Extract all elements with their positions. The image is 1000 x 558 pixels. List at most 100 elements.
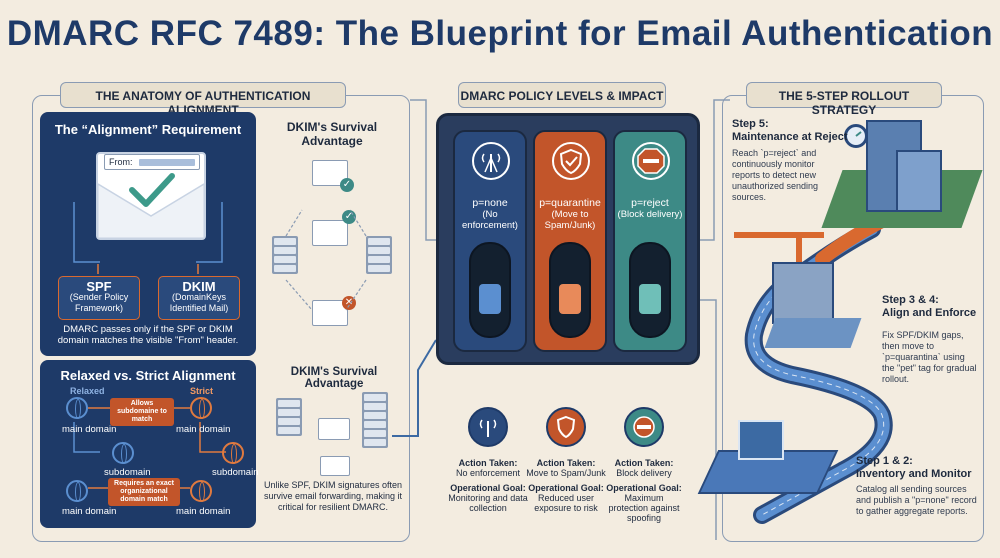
step-subtitle: Maintenance at Reject: [732, 131, 848, 143]
alignment-connectors: [73, 202, 223, 274]
anatomy-header: THE ANATOMY OF AUTHENTICATION ALIGNMENT: [60, 82, 346, 117]
from-field-bar: [139, 159, 195, 166]
dkim-flow-lines: [285, 209, 367, 311]
crane-icon: [734, 232, 824, 238]
gauge-icon: [844, 124, 868, 148]
antenna-icon: [472, 142, 510, 180]
spf-badge: SPF (Sender Policy Framework): [58, 276, 140, 320]
goal-label: Operational Goal:: [606, 483, 682, 493]
policy-toggle-quarantine[interactable]: [549, 242, 591, 338]
globe-icon: [222, 442, 244, 464]
goal-label: Operational Goal:: [528, 483, 604, 493]
dkim-description: (DomainKeys Identified Mail): [169, 292, 229, 313]
policy-name: p=none: [472, 197, 508, 209]
step-number: Step 5:: [732, 118, 769, 130]
policy-name: p=reject: [631, 197, 669, 209]
server-icon: [272, 236, 298, 274]
dkim-survival-note: Unlike SPF, DKIM signatures often surviv…: [263, 480, 403, 512]
relaxed-strict-title: Relaxed vs. Strict Alignment: [60, 368, 236, 383]
main-domain-label: main domain: [176, 424, 231, 435]
step12-description: Catalog all sending sources and publish …: [856, 484, 977, 516]
impact-none: Action Taken: No enforcement Operational…: [448, 458, 528, 513]
switch-lever: [559, 284, 581, 314]
server-icon: [276, 398, 302, 436]
strict-label: Strict: [190, 386, 214, 396]
block-icon: [632, 142, 670, 180]
alignment-note: DMARC passes only if the SPF or DKIM dom…: [57, 324, 239, 346]
policy-header: DMARC POLICY LEVELS & IMPACT: [458, 82, 666, 108]
main-domain-label: main domain: [176, 506, 231, 517]
policy-desc: (Move to Spam/Junk): [544, 209, 596, 231]
globe-icon: [190, 397, 212, 419]
block-icon: [624, 407, 664, 447]
email-envelope-icon: [312, 160, 348, 186]
spf-title: SPF: [86, 279, 112, 294]
step34-description: Fix SPF/DKIM gaps, then move to `p=quara…: [882, 330, 977, 384]
switch-lever: [479, 284, 501, 314]
switch-lever: [639, 284, 661, 314]
page-title: DMARC RFC 7489: The Blueprint for Email …: [6, 14, 994, 53]
policy-switch-panel: p=none(No enforcement) p=quarantine(Move…: [436, 113, 700, 365]
antenna-icon: [468, 407, 508, 447]
shield-icon: [552, 142, 590, 180]
policy-desc: (No enforcement): [462, 209, 518, 231]
policy-slot-quarantine: p=quarantine(Move to Spam/Junk): [533, 130, 607, 352]
email-envelope-icon: [318, 418, 350, 440]
server-icon: [362, 392, 388, 448]
relaxed-label: Relaxed: [70, 386, 105, 396]
step5-description: Reach `p=reject` and continuously monito…: [732, 148, 819, 202]
action-value: Move to Spam/Junk: [526, 468, 606, 478]
broken-envelope-icon: [312, 300, 348, 326]
rollout-header: THE 5-STEP ROLLOUT STRATEGY: [746, 82, 942, 117]
x-badge-icon: ✕: [342, 296, 356, 310]
ground-tile: [764, 318, 862, 348]
from-field: From:: [104, 154, 200, 170]
globe-icon: [190, 480, 212, 502]
policy-toggle-reject[interactable]: [629, 242, 671, 338]
dkim-survival-title-bottom: DKIM's Survival Advantage: [290, 366, 378, 390]
policy-slot-reject: p=reject(Block delivery): [613, 130, 687, 352]
check-badge-icon: ✓: [340, 178, 354, 192]
step34-title: Step 3 & 4: Align and Enforce: [882, 294, 978, 320]
shield-icon: [546, 407, 586, 447]
step12-title: Step 1 & 2: Inventory and Monitor: [856, 455, 980, 481]
goal-value: Monitoring and data collection: [448, 493, 528, 513]
alignment-title: The “Alignment” Requirement: [54, 122, 242, 137]
blueprint-sheet: [738, 420, 784, 460]
goal-value: Maximum protection against spoofing: [608, 493, 680, 523]
action-value: Block delivery: [616, 468, 672, 478]
impact-quarantine: Action Taken: Move to Spam/Junk Operatio…: [526, 458, 606, 513]
goal-value: Reduced user exposure to risk: [534, 493, 598, 513]
main-domain-label: main domain: [62, 506, 117, 517]
globe-icon: [112, 442, 134, 464]
step-number: Step 1 & 2:: [856, 455, 913, 467]
step-subtitle: Align and Enforce: [882, 307, 977, 319]
step-number: Step 3 & 4:: [882, 294, 939, 306]
main-domain-label: main domain: [62, 424, 117, 435]
action-value: No enforcement: [455, 468, 521, 478]
spf-description: (Sender Policy Framework): [69, 292, 129, 313]
email-envelope-icon: [320, 456, 350, 476]
action-label: Action Taken:: [458, 458, 518, 468]
globe-icon: [66, 397, 88, 419]
goal-label: Operational Goal:: [450, 483, 526, 493]
dkim-title: DKIM: [182, 279, 216, 294]
policy-name: p=quarantine: [539, 197, 601, 209]
require-exact-note: Requires an exact organizational domain …: [108, 478, 180, 506]
impact-reject: Action Taken: Block delivery Operational…: [604, 458, 684, 523]
server-icon: [366, 236, 392, 274]
action-label: Action Taken:: [536, 458, 596, 468]
allow-subdomain-note: Allows subdomaine to match: [110, 398, 174, 426]
policy-desc: (Block delivery): [617, 209, 683, 220]
policy-slot-none: p=none(No enforcement): [453, 130, 527, 352]
construction-building-icon: [772, 262, 834, 324]
step-subtitle: Inventory and Monitor: [856, 468, 972, 480]
globe-icon: [66, 480, 88, 502]
subdomain-label: subdomain: [212, 467, 259, 478]
from-label: From:: [109, 157, 133, 167]
subdomain-label: subdomain: [104, 467, 151, 478]
step5-title: Step 5: Maintenance at Reject: [732, 118, 848, 144]
policy-toggle-none[interactable]: [469, 242, 511, 338]
email-envelope-icon: [312, 220, 348, 246]
dkim-survival-title-top: DKIM's Survival Advantage: [286, 120, 378, 148]
